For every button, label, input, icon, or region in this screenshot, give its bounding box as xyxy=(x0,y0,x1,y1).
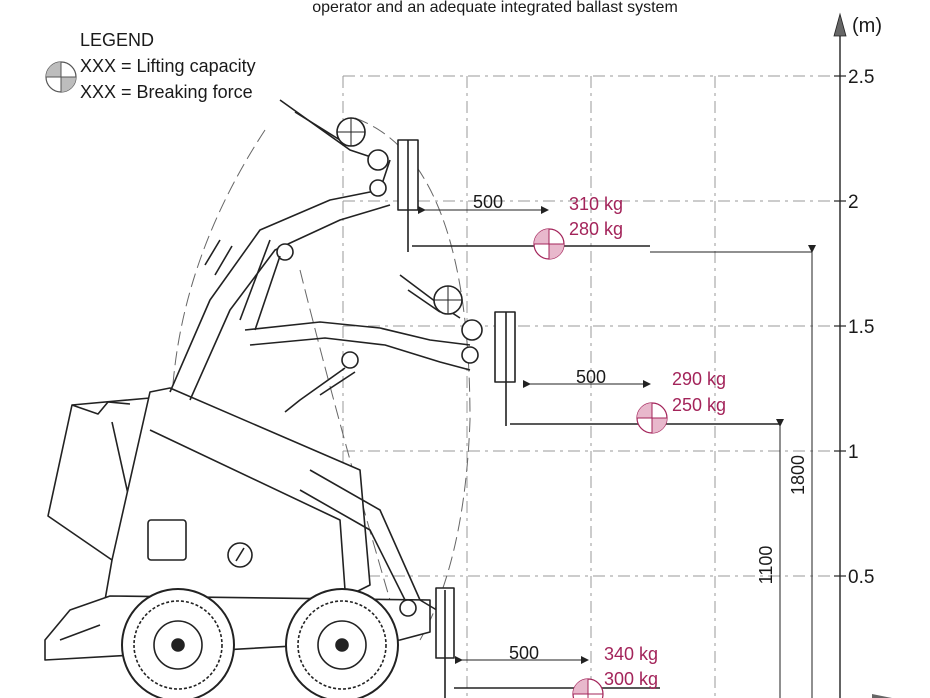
axis-tick-label: 2.5 xyxy=(848,67,874,88)
legend-title: LEGEND xyxy=(80,30,154,50)
axis-tick-label: 1 xyxy=(848,442,859,463)
axis-arrow-icon xyxy=(833,12,847,37)
offset-middle: 500 xyxy=(576,367,606,387)
breaking-force-top: 280 kg xyxy=(569,219,623,239)
load-marker-middle xyxy=(636,402,668,434)
loader-machine-drawing xyxy=(44,387,660,698)
wheel-rear xyxy=(285,588,399,698)
offset-bottom: 500 xyxy=(509,643,539,663)
axis-tick-label: 1.5 xyxy=(848,317,874,338)
axis-tick-label: 2 xyxy=(848,192,859,213)
offset-top: 500 xyxy=(473,192,503,212)
wheel-front xyxy=(121,588,235,698)
boom-top-position xyxy=(169,99,650,401)
lifting-capacity-bottom: 340 kg xyxy=(604,644,658,664)
breaking-force-bottom: 300 kg xyxy=(604,669,658,689)
axis-tick-label: 0.5 xyxy=(848,567,874,588)
height-dimension-1100: 1100 xyxy=(756,546,776,585)
vertical-axis: (m) 2.5 2 1.5 1 0.5 xyxy=(833,12,892,698)
height-dimension-1800: 1800 xyxy=(788,455,808,495)
horizontal-axis-arrow-icon xyxy=(872,694,892,698)
legend-capacity-icon xyxy=(45,61,77,93)
breaking-force-middle: 250 kg xyxy=(672,395,726,415)
dimensions xyxy=(418,206,816,698)
load-marker-top xyxy=(533,228,565,260)
axis-unit: (m) xyxy=(852,15,882,37)
load-marker-bottom xyxy=(572,678,604,698)
lifting-capacity-middle: 290 kg xyxy=(672,369,726,389)
legend: LEGEND XXX = Lifting capacity XXX = Brea… xyxy=(45,30,256,102)
legend-breaking-force: XXX = Breaking force xyxy=(80,82,253,102)
lifting-capacity-top: 310 kg xyxy=(569,194,623,214)
header-title-fragment: operator and an adequate integrated ball… xyxy=(312,0,678,16)
legend-lifting-capacity: XXX = Lifting capacity xyxy=(80,56,256,76)
